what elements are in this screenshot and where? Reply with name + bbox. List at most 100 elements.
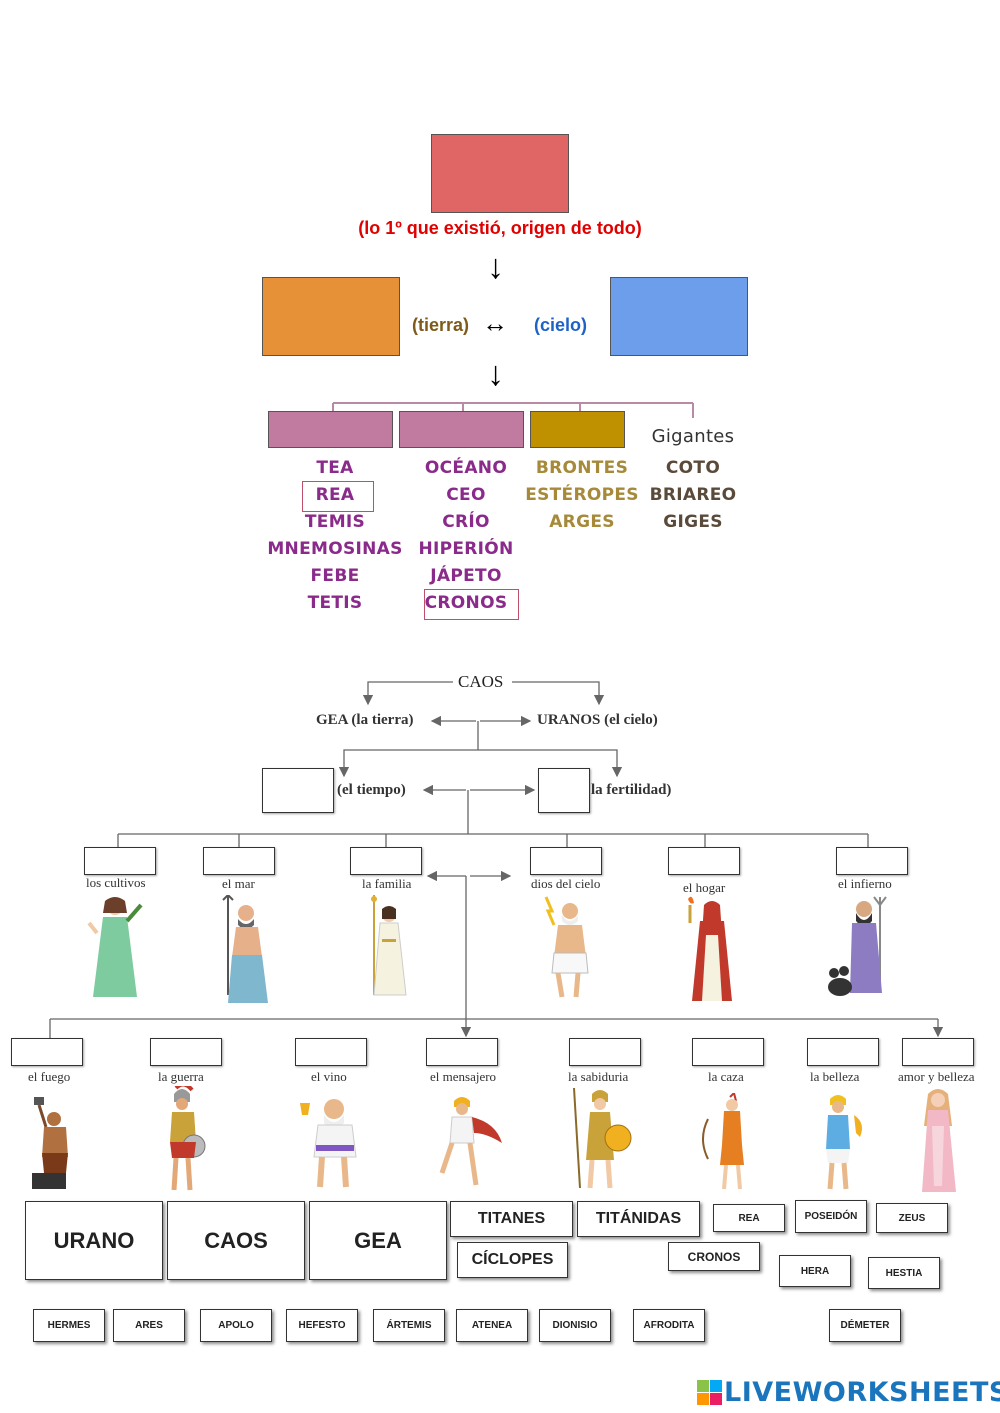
zeus-drop-box[interactable]: [530, 847, 602, 875]
hera-drop-box[interactable]: [350, 847, 422, 875]
tile-poseidon[interactable]: POSEIDÓN: [795, 1200, 867, 1233]
titanes-drop-box[interactable]: [399, 411, 524, 448]
titan-name: CRONOS: [424, 593, 508, 613]
tile-cronos[interactable]: CRONOS: [668, 1242, 760, 1271]
dionisio-figure: [300, 1099, 357, 1188]
tile-ares[interactable]: ARES: [113, 1309, 185, 1342]
tile-artemis[interactable]: ÁRTEMIS: [373, 1309, 445, 1342]
tile-hera[interactable]: HERA: [779, 1255, 851, 1287]
demeter-drop-box[interactable]: [84, 847, 156, 875]
tile-apolo[interactable]: APOLO: [200, 1309, 272, 1342]
hefesto-figure: [32, 1097, 68, 1189]
titan-name: HIPERIÓN: [418, 539, 514, 559]
urano-drop-box[interactable]: [610, 277, 748, 356]
tile-dionisio[interactable]: DIONISIO: [539, 1309, 611, 1342]
role-label: la sabiduria: [568, 1069, 629, 1084]
atenea-figure: [573, 1088, 632, 1189]
ares-drop-box[interactable]: [150, 1038, 222, 1066]
tile-ciclopes[interactable]: CÍCLOPES: [457, 1242, 568, 1278]
ciclope-name: BRONTES: [535, 458, 629, 478]
titan-name: JÁPETO: [430, 566, 502, 586]
titanide-name: REA: [315, 485, 355, 505]
role-label: la belleza: [810, 1069, 860, 1084]
fertilidad-label: la fertilidad): [591, 782, 672, 798]
uranos-node: URANOS (el cielo): [537, 712, 658, 728]
titanide-name: MNEMOSINAS: [267, 539, 403, 559]
tile-zeus[interactable]: ZEUS: [876, 1203, 948, 1233]
down-arrow-1: ↓: [487, 248, 504, 286]
hermes-figure: [439, 1097, 502, 1186]
gea-drop-box[interactable]: [262, 277, 400, 356]
hades-figure: [828, 896, 887, 996]
tile-titanes[interactable]: TITANES: [450, 1201, 573, 1237]
cronos-highlight: [424, 589, 519, 620]
dionisio-drop-box[interactable]: [295, 1038, 367, 1066]
titanide-name: FEBE: [310, 566, 360, 586]
titan-name: CRÍO: [442, 512, 490, 532]
tile-afrodita[interactable]: AFRODITA: [633, 1309, 705, 1342]
liveworksheets-logo-icon: [697, 1380, 722, 1405]
role-label: el vino: [311, 1069, 347, 1084]
caos-caption: (lo 1º que existió, origen de todo): [358, 218, 642, 238]
gigantes-header: Gigantes: [651, 426, 735, 447]
role-label: el mensajero: [430, 1069, 497, 1084]
tile-atenea[interactable]: ATENEA: [456, 1309, 528, 1342]
caos-drop-box[interactable]: [431, 134, 569, 213]
hestia-figure: [688, 896, 732, 1001]
rea-highlight: [302, 481, 374, 512]
hefesto-drop-box[interactable]: [11, 1038, 83, 1066]
gea-node: GEA (la tierra): [316, 712, 414, 728]
hermes-drop-box[interactable]: [426, 1038, 498, 1066]
ciclope-name: ARGES: [549, 512, 615, 532]
liveworksheets-logo: LIVEWORKSHEETS: [724, 1377, 1000, 1408]
caos-node: CAOS: [458, 672, 504, 691]
tile-hefesto[interactable]: HEFESTO: [286, 1309, 358, 1342]
hera-figure: [371, 895, 407, 996]
apolo-drop-box[interactable]: [807, 1038, 879, 1066]
ares-figure: [170, 1086, 206, 1191]
role-label: la familia: [362, 876, 412, 891]
gigante-name: COTO: [665, 458, 721, 478]
artemis-drop-box[interactable]: [692, 1038, 764, 1066]
hades-drop-box[interactable]: [836, 847, 908, 875]
role-label: el fuego: [28, 1069, 71, 1084]
tile-demeter[interactable]: DÉMETER: [829, 1309, 901, 1342]
titanides-drop-box[interactable]: [268, 411, 393, 448]
role-label: el hogar: [683, 880, 726, 895]
tile-hestia[interactable]: HESTIA: [868, 1257, 940, 1289]
tiempo-label: (el tiempo): [337, 782, 406, 798]
atenea-drop-box[interactable]: [569, 1038, 641, 1066]
role-label: la caza: [708, 1069, 744, 1084]
demeter-figure: [87, 897, 143, 997]
afrodita-figure: [922, 1089, 956, 1192]
titan-name: OCÉANO: [424, 458, 508, 478]
poseidon-drop-box[interactable]: [203, 847, 275, 875]
poseidon-figure: [222, 895, 268, 1003]
artemis-figure: [702, 1093, 744, 1190]
titan-name: CEO: [446, 485, 486, 505]
tile-caos[interactable]: CAOS: [167, 1201, 305, 1280]
ciclopes-drop-box[interactable]: [530, 411, 625, 448]
cielo-label: (cielo): [534, 315, 588, 335]
tile-gea[interactable]: GEA: [309, 1201, 447, 1280]
rea-drop-box[interactable]: [538, 768, 590, 813]
tile-hermes[interactable]: HERMES: [33, 1309, 105, 1342]
role-label: los cultivos: [86, 875, 146, 890]
zeus-figure: [544, 896, 589, 998]
tile-urano[interactable]: URANO: [25, 1201, 163, 1280]
role-label: la guerra: [158, 1069, 204, 1084]
hestia-drop-box[interactable]: [668, 847, 740, 875]
cronos-drop-box[interactable]: [262, 768, 334, 813]
afrodita-drop-box[interactable]: [902, 1038, 974, 1066]
role-label: amor y belleza: [898, 1069, 975, 1084]
titanide-name: TEMIS: [304, 512, 366, 532]
tile-rea[interactable]: REA: [713, 1204, 785, 1232]
down-arrow-2: ↓: [487, 355, 504, 393]
tile-titanidas[interactable]: TITÁNIDAS: [577, 1201, 700, 1237]
gigante-name: GIGES: [663, 512, 723, 532]
tierra-label: (tierra): [412, 315, 470, 335]
titanide-name: TETIS: [307, 593, 363, 613]
role-label: dios del cielo: [531, 876, 601, 891]
double-arrow: ↔: [482, 308, 508, 338]
role-label: el infierno: [838, 876, 892, 891]
